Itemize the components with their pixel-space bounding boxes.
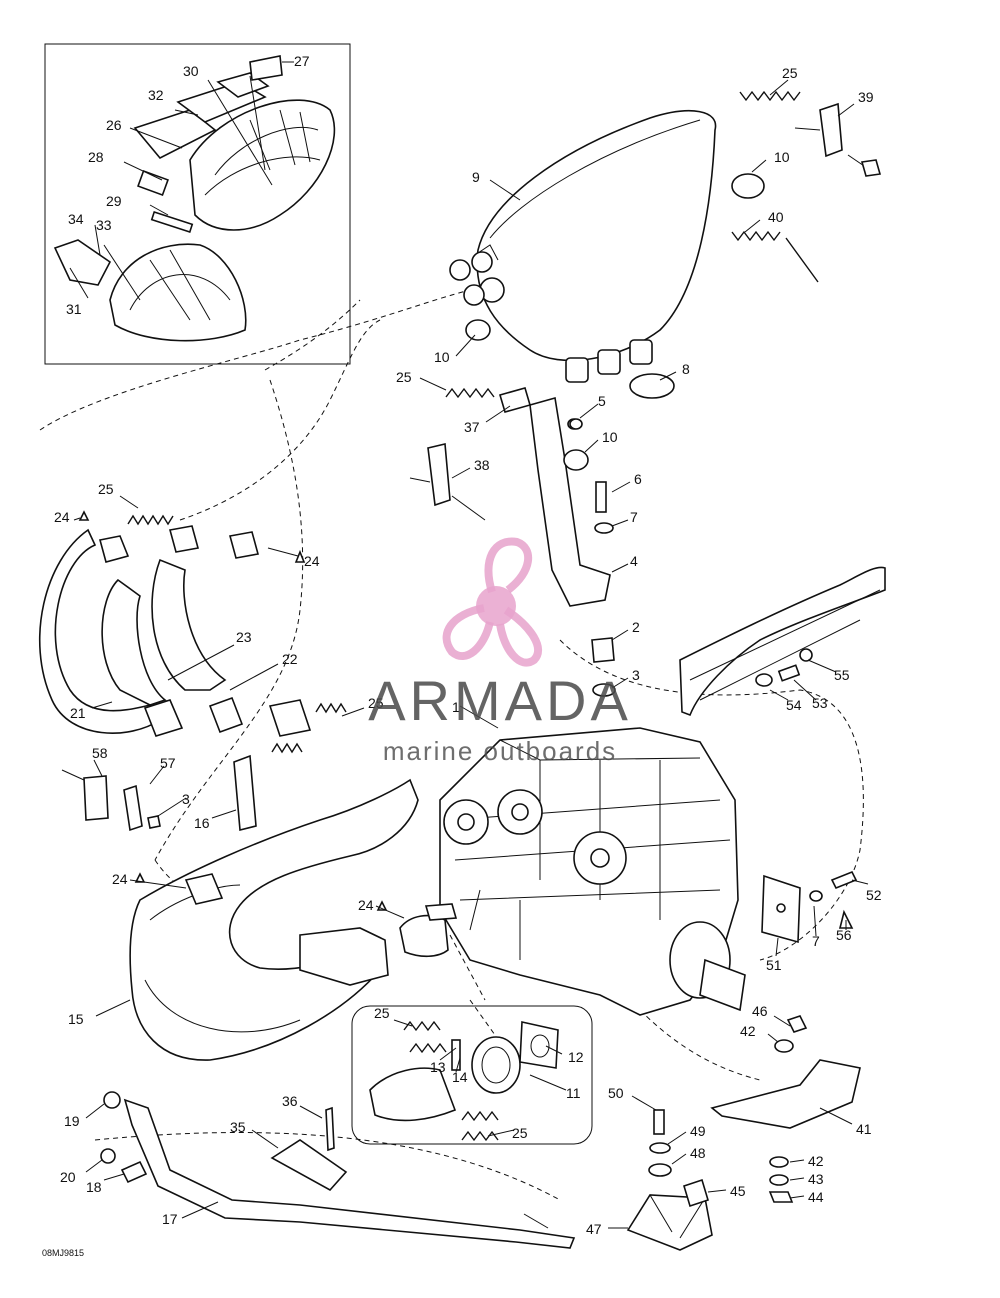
callout-21: 21 <box>70 705 86 721</box>
small-hardware <box>78 418 583 911</box>
propeller-logo-icon <box>442 537 543 667</box>
muffler-assembly <box>449 110 765 399</box>
callout-2: 2 <box>632 619 640 635</box>
callout-24: 24 <box>304 553 320 569</box>
callout-labels: 27 30 32 26 28 29 34 33 31 25 39 9 10 40… <box>42 53 882 1258</box>
detail-inset-outlet <box>351 1005 593 1145</box>
callout-30: 30 <box>183 63 199 79</box>
callout-25: 25 <box>98 481 114 497</box>
callout-1: 1 <box>452 699 460 715</box>
callout-35: 35 <box>230 1119 246 1135</box>
callout-24: 24 <box>112 871 128 887</box>
callout-26: 26 <box>106 117 122 133</box>
callout-58: 58 <box>92 745 108 761</box>
callout-4: 4 <box>630 553 638 569</box>
callout-19: 19 <box>64 1113 80 1129</box>
callout-48: 48 <box>690 1145 706 1161</box>
callout-34: 34 <box>68 211 84 227</box>
callout-51: 51 <box>766 957 782 973</box>
callout-36: 36 <box>282 1093 298 1109</box>
springs <box>127 90 819 1142</box>
callout-11: 11 <box>566 1085 581 1101</box>
callout-20: 20 <box>60 1169 76 1185</box>
watermark: ARMADA marine outboards <box>340 530 660 780</box>
callout-25: 25 <box>374 1005 390 1021</box>
callout-9: 9 <box>472 169 480 185</box>
callout-43: 43 <box>808 1171 824 1187</box>
leader-lines <box>73 79 869 1229</box>
callout-29: 29 <box>106 193 122 209</box>
callout-44: 44 <box>808 1189 824 1205</box>
callout-10: 10 <box>774 149 790 165</box>
callout-50: 50 <box>608 1085 624 1101</box>
inset-detail <box>44 43 351 365</box>
callout-42: 42 <box>808 1153 824 1169</box>
callout-25: 25 <box>512 1125 528 1141</box>
callout-10: 10 <box>602 429 618 445</box>
callout-23: 23 <box>236 629 252 645</box>
callout-31: 31 <box>66 301 82 317</box>
watermark-name: ARMADA <box>368 669 632 732</box>
callout-17: 17 <box>162 1211 178 1227</box>
left-bracket <box>61 769 161 832</box>
callout-3: 3 <box>632 667 640 683</box>
callout-41: 41 <box>856 1121 872 1137</box>
callout-14: 14 <box>452 1069 468 1085</box>
exhaust-pipes <box>38 319 381 737</box>
callout-40: 40 <box>768 209 784 225</box>
callout-46: 46 <box>752 1003 768 1019</box>
callout-25: 25 <box>368 695 384 711</box>
watermark-subtitle: marine outboards <box>382 736 618 766</box>
callout-15: 15 <box>68 1011 84 1027</box>
callout-22: 22 <box>282 651 298 667</box>
tuned-pipe <box>129 754 458 1061</box>
callout-52: 52 <box>866 887 882 903</box>
callout-7: 7 <box>630 509 638 525</box>
callout-12: 12 <box>568 1049 584 1065</box>
callout-32: 32 <box>148 87 164 103</box>
callout-7: 7 <box>812 933 820 949</box>
engine-block <box>439 727 746 1016</box>
drawing-code: 08MJ9815 <box>42 1248 84 1258</box>
callout-27: 27 <box>294 53 310 69</box>
mount-parts <box>626 870 861 1251</box>
hull-rail <box>679 566 886 717</box>
callout-10: 10 <box>434 349 450 365</box>
callout-3: 3 <box>182 791 190 807</box>
callout-18: 18 <box>86 1179 102 1195</box>
bracket-parts <box>409 102 882 697</box>
callout-45: 45 <box>730 1183 746 1199</box>
callout-54: 54 <box>786 697 802 713</box>
callout-5: 5 <box>598 393 606 409</box>
callout-39: 39 <box>858 89 874 105</box>
callout-25: 25 <box>782 65 798 81</box>
callout-16: 16 <box>194 815 210 831</box>
callout-6: 6 <box>634 471 642 487</box>
callout-56: 56 <box>836 927 852 943</box>
callout-42: 42 <box>740 1023 756 1039</box>
callout-57: 57 <box>160 755 176 771</box>
callout-37: 37 <box>464 419 480 435</box>
callout-8: 8 <box>682 361 690 377</box>
callout-38: 38 <box>474 457 490 473</box>
callout-55: 55 <box>834 667 850 683</box>
callout-33: 33 <box>96 217 112 233</box>
callout-24: 24 <box>54 509 70 525</box>
callout-53: 53 <box>812 695 828 711</box>
callout-49: 49 <box>690 1123 706 1139</box>
callout-13: 13 <box>430 1059 446 1075</box>
callout-24: 24 <box>358 897 374 913</box>
callout-47: 47 <box>586 1221 602 1237</box>
callout-28: 28 <box>88 149 104 165</box>
support-rail <box>100 1091 576 1249</box>
callout-25: 25 <box>396 369 412 385</box>
